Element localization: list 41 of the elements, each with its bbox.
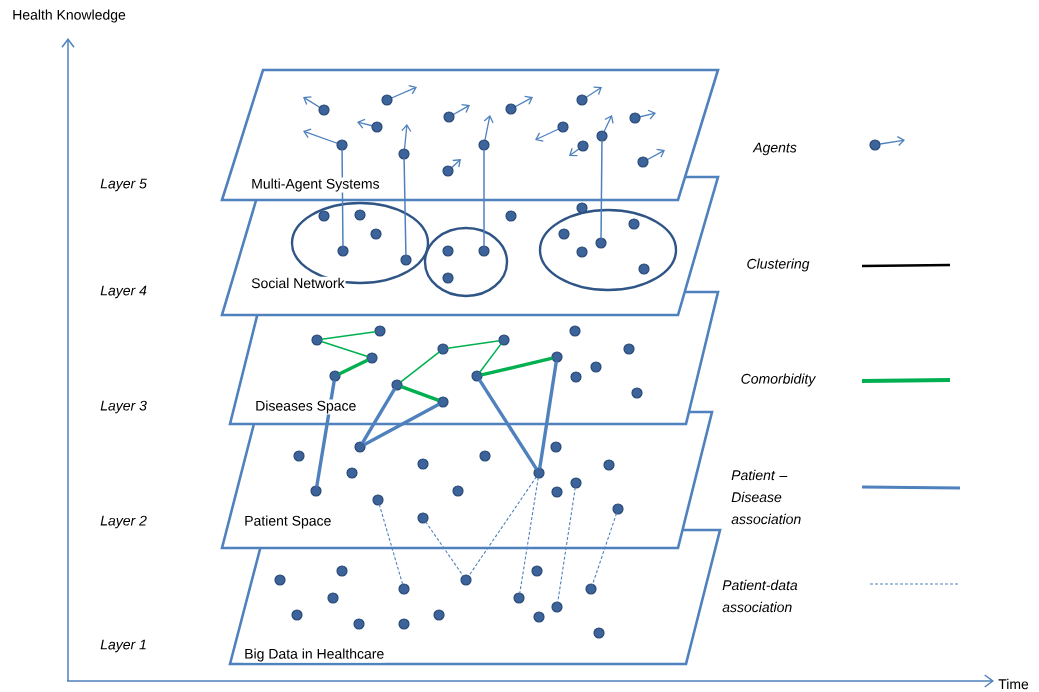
connector-line — [378, 503, 404, 586]
axis-title: Health Knowledge — [13, 9, 126, 23]
connector-line — [425, 521, 464, 577]
legend-text: Patient – Disease association — [731, 469, 801, 525]
layer-label: Layer 5 — [100, 178, 147, 192]
layer-label: Layer 2 — [100, 515, 147, 529]
connector-line — [360, 388, 397, 444]
legend-text: Comorbidity — [741, 373, 817, 387]
legend-text: Clustering — [747, 258, 810, 272]
connector-line — [399, 351, 441, 383]
layer-label: Layer 3 — [100, 400, 147, 414]
connector-line — [481, 356, 553, 377]
axis-title: Time — [998, 678, 1029, 690]
layer-name: Patient Space — [243, 514, 333, 530]
connector-line — [320, 330, 377, 341]
connector-line — [338, 358, 369, 376]
connector-line — [479, 342, 502, 374]
connector-line — [478, 378, 538, 471]
connector-line — [320, 340, 369, 358]
connector-line — [591, 512, 618, 586]
connector-line — [557, 487, 576, 603]
connector-line — [538, 361, 558, 469]
layer-label: Layer 1 — [100, 639, 146, 653]
cluster-ellipse — [423, 226, 509, 298]
connector-line — [519, 476, 539, 594]
legend-text: Agents — [752, 142, 797, 156]
legend-text: Patient-data association — [722, 579, 798, 613]
connector-line — [483, 148, 485, 248]
layer-name: Big Data in Healthcare — [243, 647, 386, 663]
connector-line — [363, 402, 440, 447]
connector-line — [315, 380, 336, 487]
layer-label: Layer 4 — [100, 285, 147, 299]
connector-line — [403, 157, 407, 257]
connector-line — [446, 339, 501, 350]
connector-line — [400, 385, 440, 402]
connector-line — [600, 139, 603, 240]
layer-plane — [220, 68, 720, 202]
cluster-ellipse — [538, 208, 678, 292]
connector-line — [468, 476, 537, 577]
layer-name: Diseases Space — [254, 399, 358, 415]
layer-name: Multi-Agent Systems — [250, 177, 381, 193]
